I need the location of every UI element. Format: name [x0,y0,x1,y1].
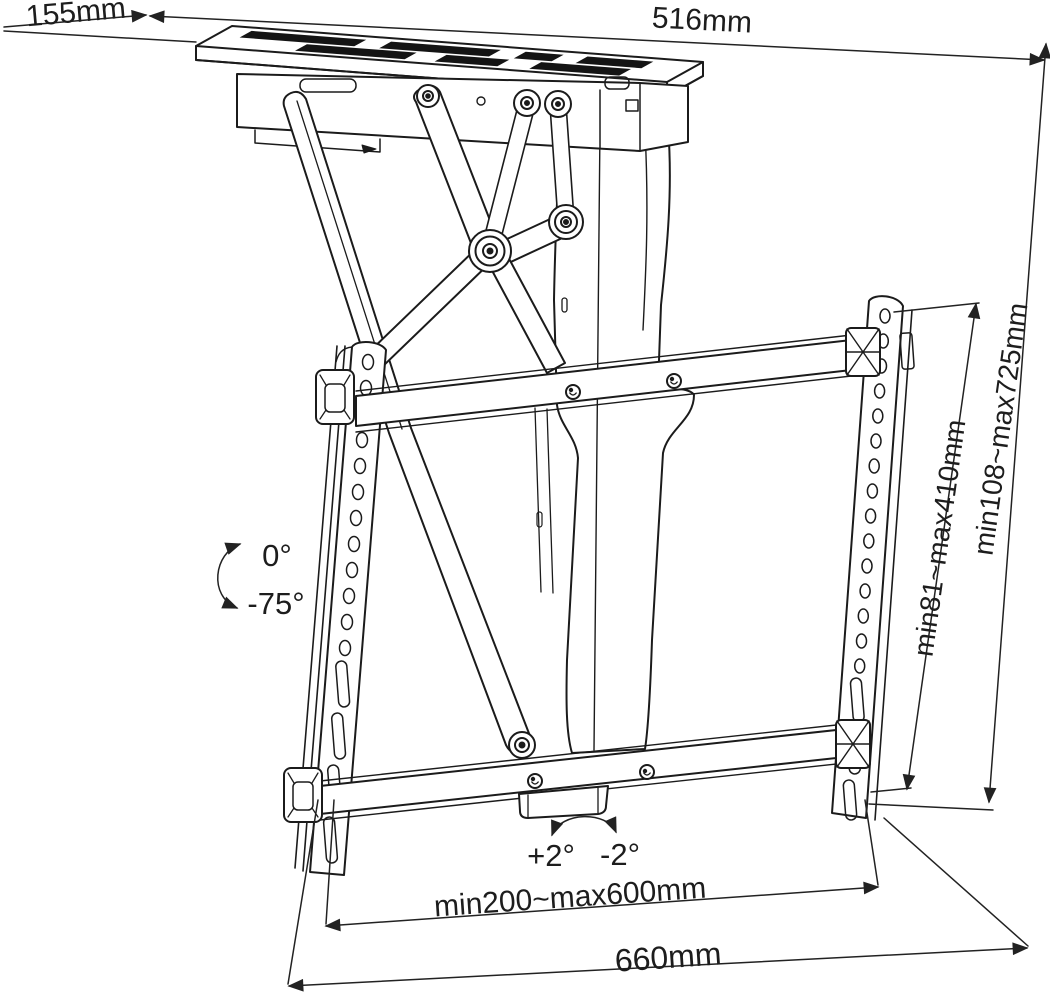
dimension-annotations [3,9,1050,992]
plate-width-label: 516mm [651,1,753,39]
lower-crossbar-screws [527,764,655,789]
upper-left-knob [315,369,355,425]
dimension-drop-inner [870,302,981,793]
lower-pivot [508,731,536,759]
lower-right-clamp [835,719,871,769]
bracket-width-label: 660mm [614,935,723,978]
motor-housing [236,73,689,154]
tilt-max-label: 0° [262,538,292,573]
tilt-bracket [518,785,609,819]
drop-outer-label: min108~max725mm [967,301,1033,557]
upper-right-clamp [845,327,881,377]
dimension-bracket-width [287,799,1029,992]
plate-depth-label: 155mm [25,0,128,33]
drop-inner-label: min81~max410mm [908,417,972,658]
rail-clamp-knobs [283,327,881,823]
right-vesa-rail [831,295,915,821]
vesa-width-label: min200~max600mm [433,872,707,924]
swivel-pos-label: +2° [527,838,575,873]
tilt-min-label: -75° [247,586,304,621]
tilt-angle-arrow [216,542,242,609]
upper-crossbar-screws [565,373,682,400]
swivel-angle-arrow [551,815,617,837]
dimension-plate-width [148,10,1046,66]
swivel-neg-label: -2° [600,837,640,872]
pulleys [416,84,584,273]
lift-column [553,111,695,754]
dimension-drop-outer [868,42,1050,811]
dimension-vesa-width [324,799,880,932]
lower-left-knob [283,767,323,823]
